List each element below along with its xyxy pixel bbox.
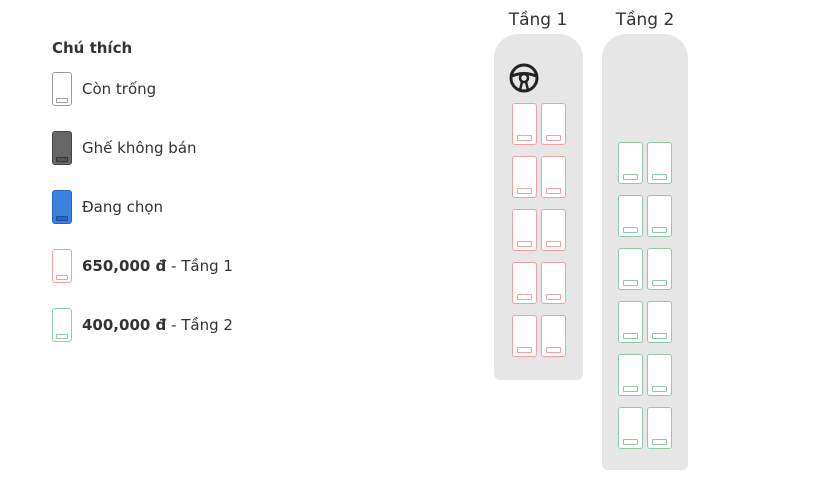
legend-suffix-tier1: - Tầng 1 [166, 257, 233, 275]
legend-label-sold: Ghế không bán [82, 139, 197, 157]
legend-label-selected: Đang chọn [82, 198, 164, 216]
legend-item-tier2: 400,000 đ - Tầng 2 [52, 308, 233, 342]
seat-selected-icon [52, 190, 72, 224]
seat-deck1-r1-c2[interactable] [541, 103, 566, 145]
seat-deck1-r5-c1[interactable] [512, 315, 537, 357]
seat-deck1-r4-c2[interactable] [541, 262, 566, 304]
deck-1-title: Tầng 1 [508, 10, 568, 30]
legend-label-tier1: 650,000 đ - Tầng 1 [82, 257, 233, 275]
seat-deck1-r2-c2[interactable] [541, 156, 566, 198]
legend-suffix-tier2: - Tầng 2 [166, 316, 233, 334]
seat-deck2-r5-c1[interactable] [618, 354, 643, 396]
seat-deck2-r1-c1[interactable] [618, 142, 643, 184]
seat-deck2-r4-c1[interactable] [618, 301, 643, 343]
seat-deck1-r4-c1[interactable] [512, 262, 537, 304]
seat-deck2-r6-c1[interactable] [618, 407, 643, 449]
seat-deck1-r3-c1[interactable] [512, 209, 537, 251]
legend-item-tier1: 650,000 đ - Tầng 1 [52, 249, 233, 283]
deck-1-panel [494, 34, 583, 380]
deck-2-title: Tầng 2 [615, 10, 675, 30]
seat-deck1-r1-c1[interactable] [512, 103, 537, 145]
legend-label-empty: Còn trống [82, 80, 157, 98]
seat-deck2-r5-c2[interactable] [647, 354, 672, 396]
seat-empty-icon [52, 72, 72, 106]
legend-title: Chú thích [52, 39, 133, 57]
seat-deck2-r3-c1[interactable] [618, 248, 643, 290]
seat-tier1-icon [52, 249, 72, 283]
deck-2-panel [602, 34, 688, 470]
legend-panel: Chú thích Còn trống Ghế không bán Đang c… [52, 36, 312, 342]
seat-sold-icon [52, 131, 72, 165]
legend-price-tier2: 400,000 đ [82, 316, 167, 334]
seat-deck1-r5-c2[interactable] [541, 315, 566, 357]
seat-deck2-r2-c1[interactable] [618, 195, 643, 237]
seat-deck2-r6-c2[interactable] [647, 407, 672, 449]
legend-price-tier1: 650,000 đ [82, 257, 167, 275]
legend-label-tier2: 400,000 đ - Tầng 2 [82, 316, 233, 334]
seat-deck1-r3-c2[interactable] [541, 209, 566, 251]
seat-deck2-r1-c2[interactable] [647, 142, 672, 184]
seat-deck2-r4-c2[interactable] [647, 301, 672, 343]
legend-item-empty: Còn trống [52, 72, 156, 106]
seat-deck2-r2-c2[interactable] [647, 195, 672, 237]
legend-item-selected: Đang chọn [52, 190, 163, 224]
steering-wheel-icon [509, 63, 539, 93]
seat-deck2-r3-c2[interactable] [647, 248, 672, 290]
seat-tier2-icon [52, 308, 72, 342]
legend-item-sold: Ghế không bán [52, 131, 197, 165]
seat-deck1-r2-c1[interactable] [512, 156, 537, 198]
